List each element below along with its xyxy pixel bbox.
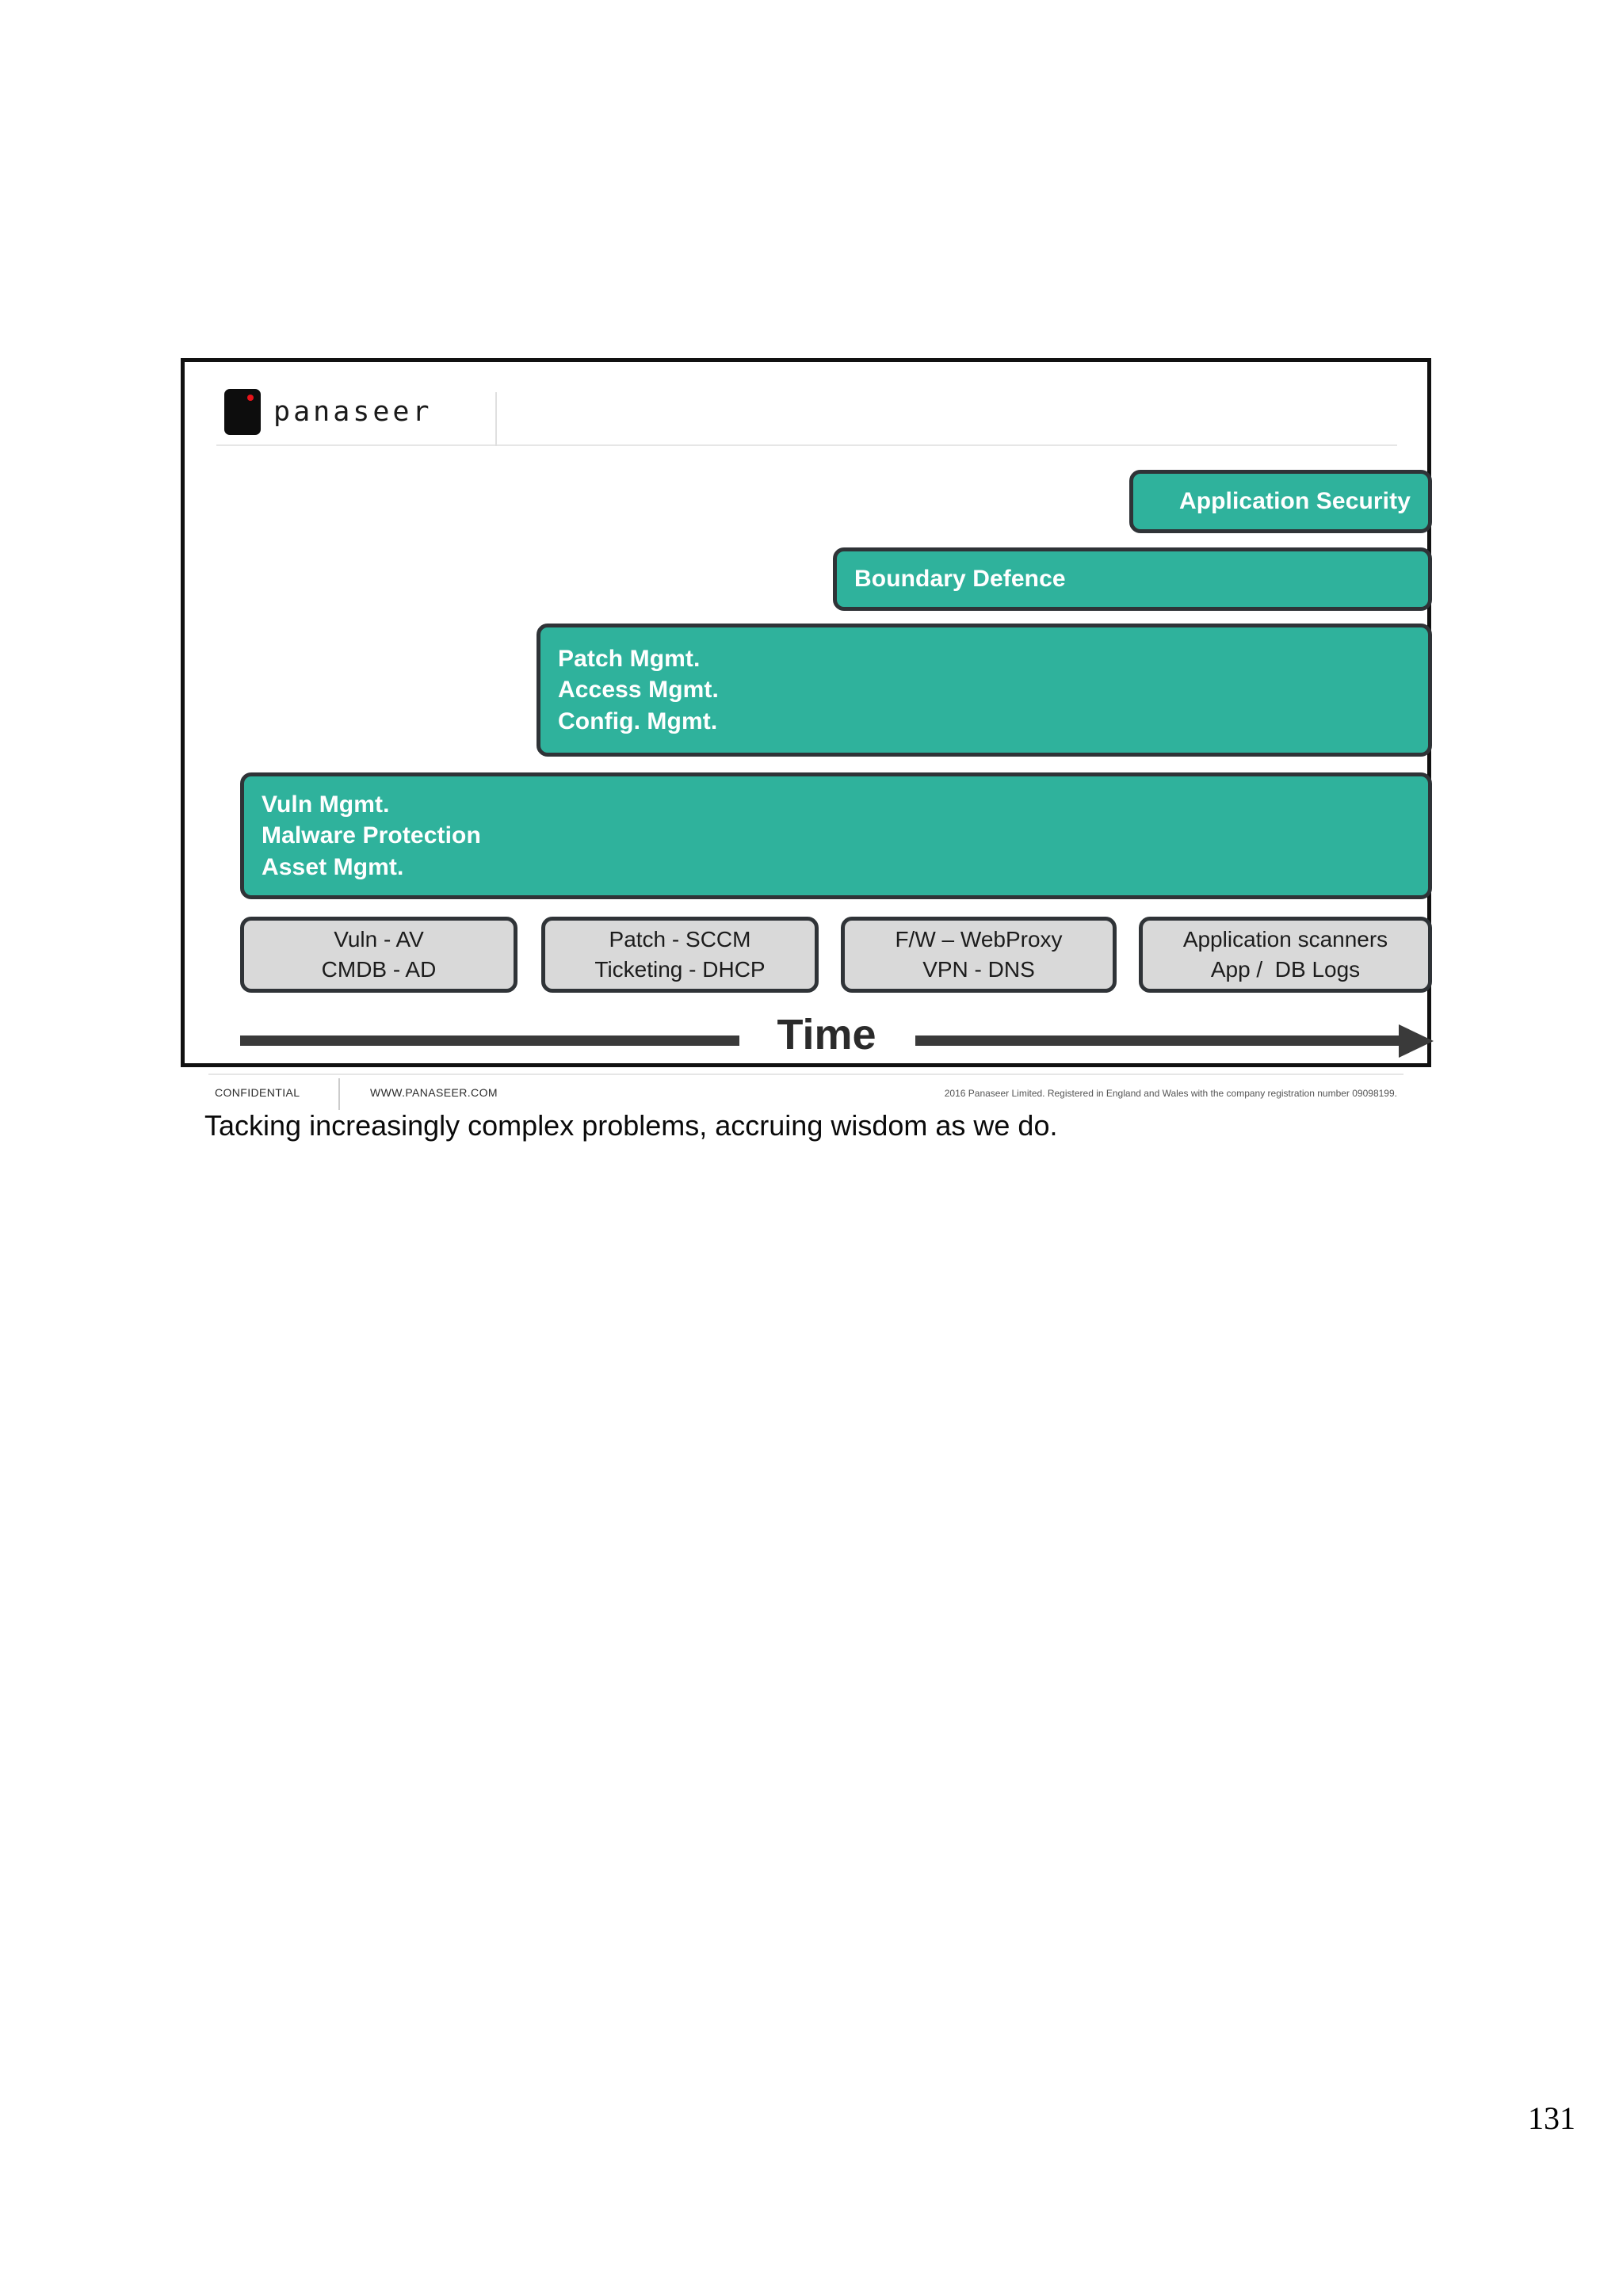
footer-website-label: WWW.PANASEER.COM xyxy=(370,1086,498,1099)
panaseer-logo-icon xyxy=(224,389,261,435)
time-axis-left-segment xyxy=(240,1035,739,1046)
capability-bar-vuln-malware-asset: Vuln Mgmt. Malware Protection Asset Mgmt… xyxy=(240,772,1432,899)
source-box-line: Ticketing - DHCP xyxy=(594,957,766,982)
source-box-line: VPN - DNS xyxy=(922,957,1035,982)
time-axis-right-segment xyxy=(915,1035,1407,1046)
slide-header: panaseer xyxy=(216,376,1397,446)
footer-confidential-label: CONFIDENTIAL xyxy=(215,1086,300,1099)
source-box-patch: Patch - SCCM Ticketing - DHCP xyxy=(541,917,819,993)
page-number: 131 xyxy=(1528,2100,1575,2136)
slide-footer: CONFIDENTIAL WWW.PANASEER.COM 2016 Panas… xyxy=(208,1074,1403,1112)
capability-bar-patch-access-config: Patch Mgmt. Access Mgmt. Config. Mgmt. xyxy=(537,624,1432,757)
source-box-vuln: Vuln - AV CMDB - AD xyxy=(240,917,517,993)
bar-label-line: Malware Protection xyxy=(262,822,481,849)
bar-label-line: Vuln Mgmt. xyxy=(262,791,390,818)
time-axis: Time xyxy=(240,1011,1434,1064)
bar-label-line: Patch Mgmt. xyxy=(558,645,701,672)
source-box-line: F/W – WebProxy xyxy=(895,927,1063,952)
source-box-line: App / DB Logs xyxy=(1210,957,1361,982)
bar-label-line: Boundary Defence xyxy=(854,566,1066,593)
panaseer-logo-text: panaseer xyxy=(273,395,433,428)
time-arrow-icon xyxy=(1399,1024,1434,1058)
source-box-boundary: F/W – WebProxy VPN - DNS xyxy=(841,917,1117,993)
time-axis-label: Time xyxy=(777,1011,876,1058)
capability-bar-boundary-defence: Boundary Defence xyxy=(833,547,1432,611)
slide-caption: Tacking increasingly complex problems, a… xyxy=(204,1109,1058,1142)
footer-divider xyxy=(338,1078,340,1110)
capability-bar-application-security: Application Security xyxy=(1129,470,1432,533)
source-box-application: Application scanners App / DB Logs xyxy=(1139,917,1432,993)
bar-label-line: Config. Mgmt. xyxy=(558,707,718,734)
bar-label-line: Access Mgmt. xyxy=(558,677,719,704)
header-divider xyxy=(495,392,497,446)
source-box-line: CMDB - AD xyxy=(321,957,437,982)
bar-label-line: Asset Mgmt. xyxy=(262,853,404,880)
capability-bars: Application Security Boundary Defence Pa… xyxy=(185,362,1432,1063)
footer-legal-text: 2016 Panaseer Limited. Registered in Eng… xyxy=(944,1088,1397,1099)
bar-label-line: Application Security xyxy=(1178,488,1411,515)
source-box-line: Patch - SCCM xyxy=(609,927,751,952)
source-box-line: Application scanners xyxy=(1182,927,1388,952)
logo-red-dot-icon xyxy=(247,395,254,401)
source-box-line: Vuln - AV xyxy=(334,927,424,952)
panaseer-logo: panaseer xyxy=(224,389,433,435)
slide-container: panaseer Application Security Boundary D… xyxy=(181,358,1434,1110)
